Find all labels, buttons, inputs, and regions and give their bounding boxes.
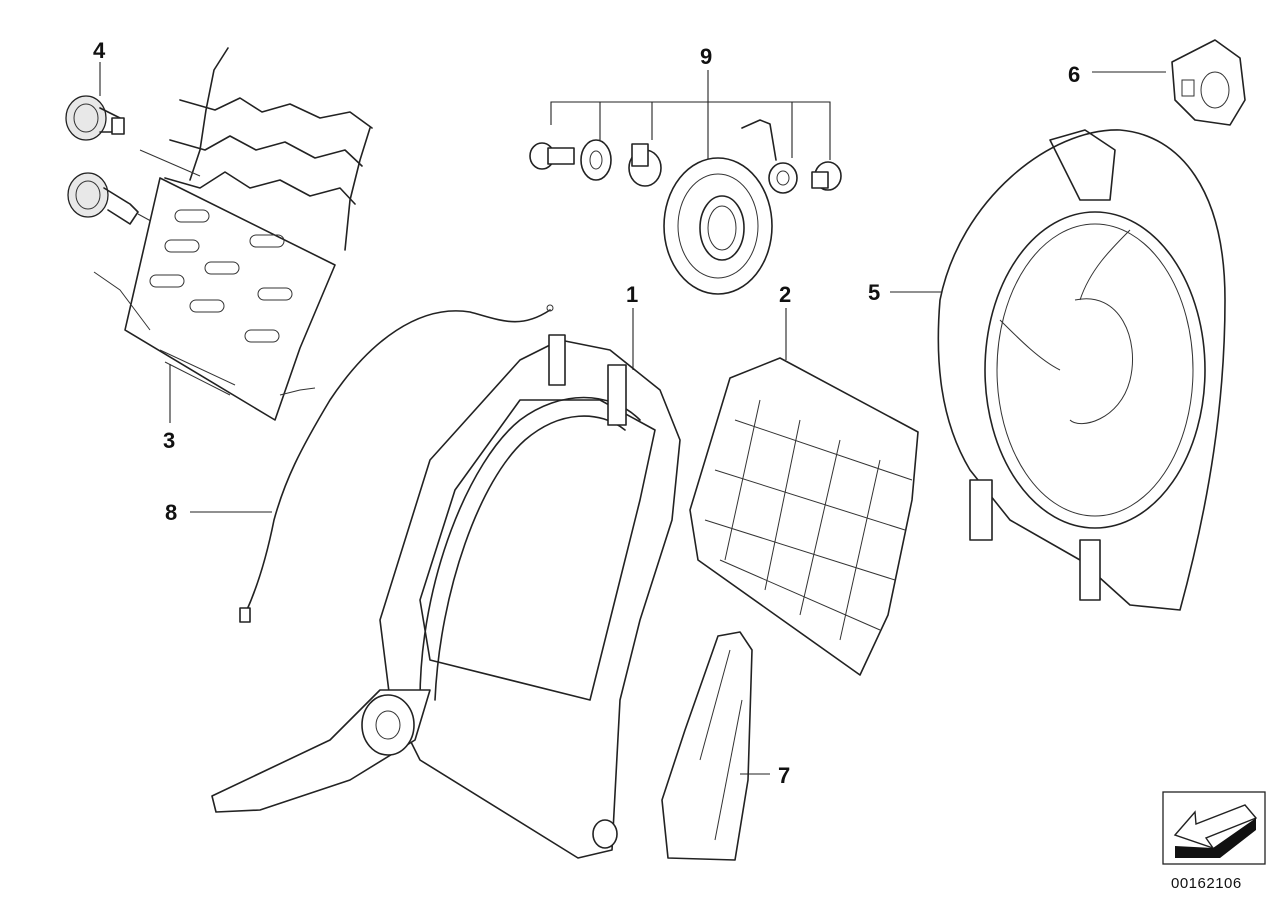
callout-4: 4 bbox=[93, 38, 106, 63]
callout-9: 9 bbox=[700, 44, 712, 69]
part-5-backrest-trim bbox=[937, 129, 1226, 611]
part-4-adjustment-knobs bbox=[65, 95, 161, 227]
direction-arrow-icon bbox=[1162, 791, 1266, 865]
callout-6: 6 bbox=[1068, 62, 1080, 87]
part-9-fastener-kit bbox=[529, 70, 842, 295]
part-7-side-cover bbox=[661, 631, 753, 861]
part-8-release-cable bbox=[239, 304, 554, 623]
callout-3: 3 bbox=[163, 428, 175, 453]
callout-labels: 1 2 3 4 5 6 7 8 9 bbox=[93, 38, 1080, 788]
leader-lines bbox=[99, 62, 1166, 775]
callout-7: 7 bbox=[778, 763, 790, 788]
callout-8: 8 bbox=[165, 500, 177, 525]
callout-5: 5 bbox=[868, 280, 880, 305]
callout-1: 1 bbox=[626, 282, 638, 307]
part-1-backrest-frame bbox=[211, 334, 681, 859]
part-6-bracket bbox=[1171, 39, 1246, 126]
part-2-back-panel bbox=[689, 357, 919, 676]
callout-2: 2 bbox=[779, 282, 791, 307]
part-3-lumbar-support bbox=[93, 47, 373, 421]
document-number: 00162106 bbox=[1171, 875, 1242, 892]
